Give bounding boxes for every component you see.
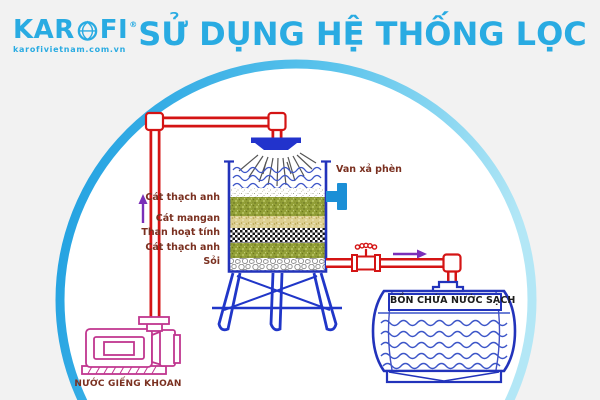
brand-logo: KAR FI ® karofivietnam.com.vn	[13, 15, 137, 54]
tank-base	[385, 369, 503, 384]
tank-inlet-cap	[431, 280, 465, 293]
spray-lines	[238, 152, 317, 187]
layer-label-manganese-sand: Cát mangan	[155, 213, 220, 224]
tank-stand	[212, 272, 342, 332]
drain-valve	[326, 183, 347, 210]
registered-mark: ®	[129, 19, 138, 29]
logo-text-prefix: KAR	[13, 15, 75, 45]
clean-tank-label: BỒN CHỨA NƯỚC SẠCH	[390, 295, 516, 306]
outlet-valve	[351, 242, 381, 272]
page-title: SỬ DỤNG HỆ THỐNG LỌC	[138, 15, 587, 53]
logo-text-suffix: FI	[99, 15, 129, 45]
flow-arrow-up-icon	[138, 194, 148, 223]
flow-arrow-right-icon	[393, 249, 427, 259]
layer-label-quartz-sand-top: Cát thạch anh	[145, 192, 220, 203]
clean-water-tank	[371, 280, 517, 384]
tank-label-plate	[388, 293, 502, 311]
globe-drop-icon	[76, 18, 99, 42]
sprinkler-head	[251, 137, 301, 150]
filter-media-layers	[230, 166, 326, 272]
layer-label-activated-carbon: Than hoạt tính	[141, 227, 220, 238]
well-pump	[81, 316, 181, 375]
drain-valve-label: Van xả phèn	[336, 164, 402, 175]
brand-website: karofivietnam.com.vn	[13, 45, 126, 54]
layer-label-gravel: Sỏi	[203, 256, 220, 267]
layer-label-quartz-sand-bottom: Cát thạch anh	[145, 241, 220, 253]
inlet-pipe	[144, 111, 287, 330]
filter-tank	[224, 160, 331, 273]
well-pump-label: NƯỚC GIẾNG KHOAN	[74, 379, 182, 389]
